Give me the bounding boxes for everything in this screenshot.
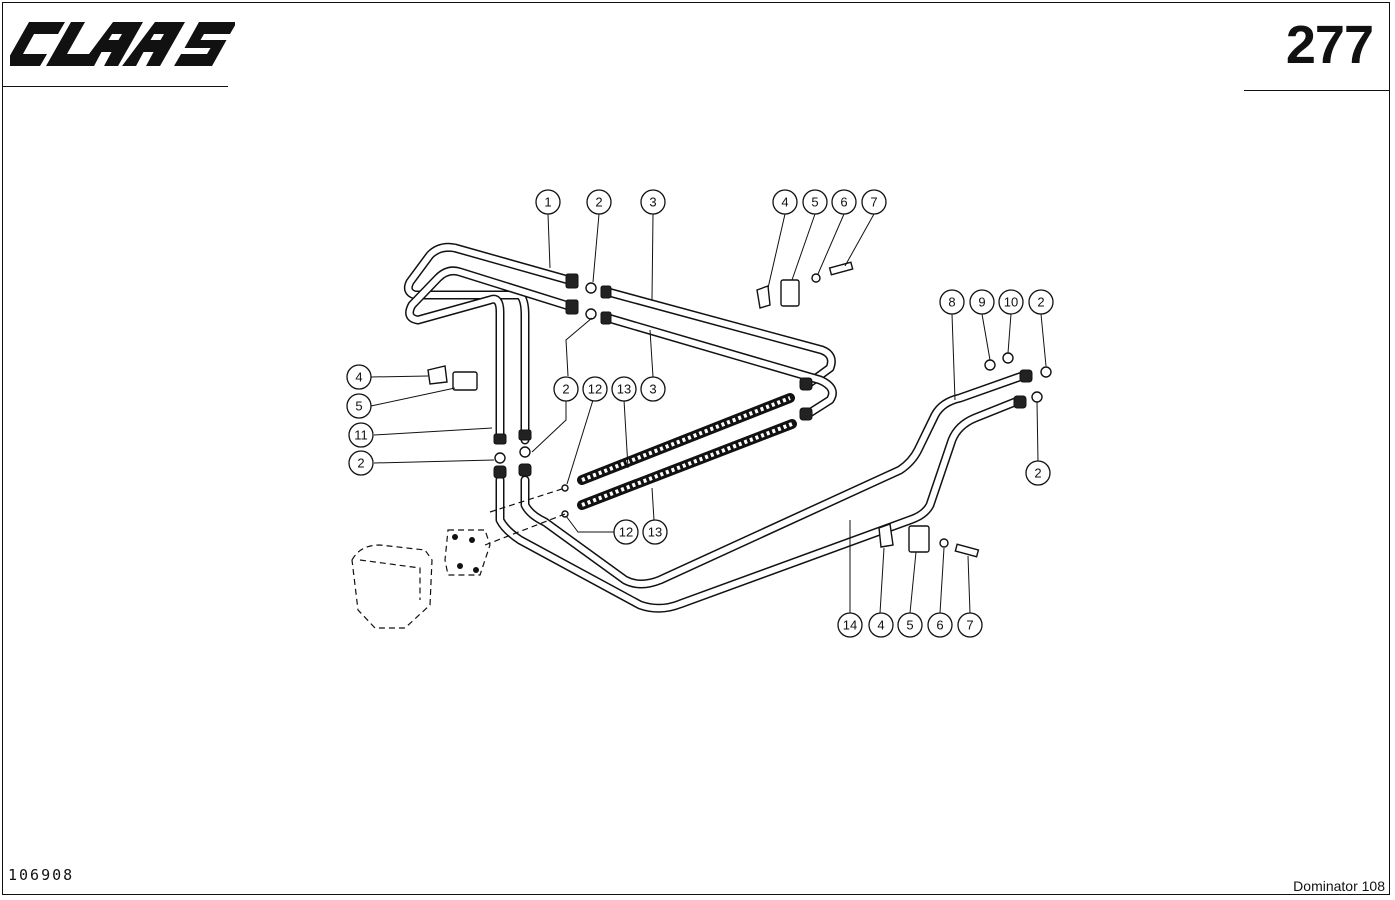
model-name: Dominator 108: [1293, 878, 1385, 894]
callout-6: 6: [927, 612, 953, 638]
svg-text:5: 5: [811, 195, 818, 210]
callout-4: 4: [772, 189, 798, 215]
callout-7: 7: [957, 612, 983, 638]
svg-text:6: 6: [840, 195, 847, 210]
callout-5: 5: [897, 612, 923, 638]
drawing-number: 106908: [8, 866, 75, 884]
callout-2: 2: [586, 189, 612, 215]
upper-pipe-assembly: [403, 242, 837, 445]
svg-text:13: 13: [617, 382, 631, 397]
svg-text:3: 3: [649, 382, 656, 397]
svg-text:4: 4: [781, 195, 788, 210]
svg-text:13: 13: [648, 525, 662, 540]
header-rule-right: [1244, 90, 1390, 91]
svg-text:8: 8: [948, 295, 955, 310]
svg-text:1: 1: [544, 195, 551, 210]
svg-text:14: 14: [843, 618, 857, 633]
svg-text:2: 2: [595, 195, 602, 210]
svg-text:12: 12: [588, 382, 602, 397]
header-rule-left: [2, 86, 228, 87]
svg-text:5: 5: [355, 399, 362, 414]
svg-text:2: 2: [357, 456, 364, 471]
callout-13: 13: [611, 376, 637, 402]
callout-11: 11: [348, 422, 374, 448]
callout-leaders: [370, 213, 1047, 614]
valve-block: [351, 487, 566, 629]
svg-text:2: 2: [1037, 295, 1044, 310]
callout-2: 2: [1025, 460, 1051, 486]
callout-9: 9: [969, 289, 995, 315]
pipe-fittings-upper: [565, 273, 813, 421]
callout-13: 13: [642, 519, 668, 545]
svg-text:4: 4: [355, 370, 362, 385]
callout-5: 5: [346, 393, 372, 419]
svg-text:6: 6: [936, 618, 943, 633]
svg-text:9: 9: [978, 295, 985, 310]
callout-7: 7: [861, 189, 887, 215]
callout-4: 4: [346, 364, 372, 390]
callout-3: 3: [640, 376, 666, 402]
hose-assembly: [561, 393, 797, 518]
claas-logo: [10, 22, 235, 66]
callout-12: 12: [582, 376, 608, 402]
callout-14: 14: [837, 612, 863, 638]
callout-1: 1: [535, 189, 561, 215]
callout-2: 2: [553, 376, 579, 402]
svg-text:2: 2: [1034, 466, 1041, 481]
svg-text:11: 11: [354, 428, 368, 443]
callout-6: 6: [831, 189, 857, 215]
svg-text:3: 3: [649, 195, 656, 210]
callout-4: 4: [868, 612, 894, 638]
svg-text:7: 7: [966, 618, 973, 633]
callout-8: 8: [939, 289, 965, 315]
callout-3: 3: [640, 189, 666, 215]
svg-text:2: 2: [562, 382, 569, 397]
callout-5: 5: [802, 189, 828, 215]
svg-text:4: 4: [877, 618, 884, 633]
callout-10: 10: [998, 289, 1024, 315]
callout-2: 2: [348, 450, 374, 476]
lower-pipe-assembly: [493, 352, 1052, 613]
pipe-clamps: [427, 261, 980, 558]
callout-2: 2: [1028, 289, 1054, 315]
page-number: 277: [1285, 15, 1374, 75]
svg-text:7: 7: [870, 195, 877, 210]
svg-text:10: 10: [1004, 295, 1018, 310]
svg-text:5: 5: [906, 618, 913, 633]
svg-text:12: 12: [619, 525, 633, 540]
callout-12: 12: [613, 519, 639, 545]
